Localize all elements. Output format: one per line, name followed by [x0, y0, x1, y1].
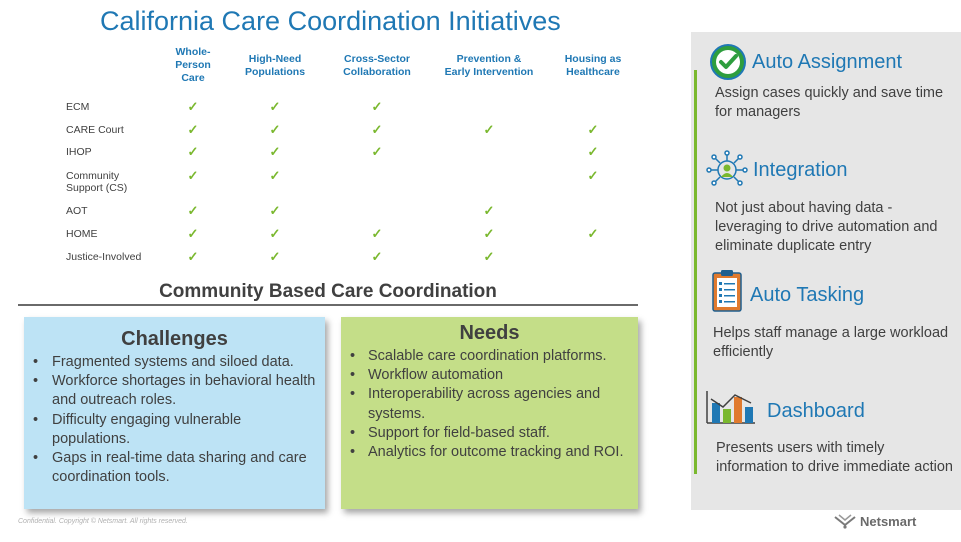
challenge-item: Difficulty engaging vulnerable populatio…: [24, 411, 325, 449]
challenges-title: Challenges: [121, 328, 228, 350]
challenge-item: Fragmented systems and siloed data.: [24, 353, 325, 372]
challenge-item: Workforce shortages in behavioral health…: [24, 372, 325, 410]
bar-chart-icon: [706, 391, 755, 424]
panel-accent-line: [694, 70, 697, 474]
features-panel: [691, 32, 961, 510]
check-icon: ✓: [371, 226, 383, 241]
brand-name: Netsmart: [860, 513, 917, 529]
check-icon: ✓: [187, 168, 199, 183]
check-icon: ✓: [587, 144, 599, 159]
matrix-row-label: Justice-Involved: [66, 251, 142, 263]
section-divider: [18, 304, 638, 306]
check-icon: ✓: [483, 226, 495, 241]
feature-desc-auto-tasking: Helps staff manage a large workload effi…: [713, 325, 949, 361]
copyright-footer: Confidential. Copyright © Netsmart. All …: [18, 518, 188, 525]
check-icon: ✓: [587, 168, 599, 183]
feature-title-auto-tasking: Auto Tasking: [750, 284, 865, 306]
check-icon: ✓: [187, 122, 199, 137]
check-icon: ✓: [187, 249, 199, 264]
section-title: Community Based Care Coordination: [159, 281, 497, 302]
check-circle-icon: [710, 44, 746, 80]
check-icon: ✓: [371, 249, 383, 264]
check-icon: ✓: [371, 99, 383, 114]
feature-title-integration: Integration: [753, 159, 848, 181]
challenges-list: Fragmented systems and siloed data. Work…: [24, 353, 325, 487]
challenge-item: Gaps in real-time data sharing and care …: [24, 449, 325, 487]
check-icon: ✓: [587, 122, 599, 137]
check-icon: ✓: [269, 226, 281, 241]
check-icon: ✓: [269, 203, 281, 218]
feature-desc-auto-assignment: Assign cases quickly and save time for m…: [715, 85, 944, 121]
feature-title-auto-assignment: Auto Assignment: [752, 51, 903, 73]
page-title: California Care Coordination Initiatives: [100, 6, 561, 36]
check-icon: ✓: [187, 144, 199, 159]
matrix-row-label: ECM: [66, 101, 90, 113]
check-icon: ✓: [269, 99, 281, 114]
need-item: Analytics for outcome tracking and ROI.: [341, 443, 638, 462]
need-item: Support for field-based staff.: [341, 424, 638, 443]
challenges-box: Challenges Fragmented systems and siloed…: [24, 317, 325, 509]
check-icon: ✓: [371, 122, 383, 137]
check-icon: ✓: [371, 144, 383, 159]
check-icon: ✓: [483, 249, 495, 264]
check-icon: ✓: [587, 226, 599, 241]
network-person-icon: [706, 150, 748, 186]
needs-box: Needs Scalable care coordination platfor…: [341, 317, 638, 509]
check-icon: ✓: [483, 122, 495, 137]
netsmart-logo: Netsmart: [834, 513, 916, 529]
need-item: Scalable care coordination platforms.: [341, 347, 638, 366]
feature-title-dashboard: Dashboard: [767, 400, 865, 422]
check-icon: ✓: [269, 122, 281, 137]
matrix-row-label: IHOP: [66, 146, 92, 158]
check-icon: ✓: [483, 203, 495, 218]
matrix-row-label: AOT: [66, 205, 88, 217]
feature-desc-integration: Not just about having data - leveraging …: [715, 200, 938, 255]
matrix-column-header: Prevention &Early Intervention: [444, 53, 534, 78]
check-icon: ✓: [187, 203, 199, 218]
check-icon: ✓: [269, 249, 281, 264]
clipboard-list-icon: [712, 270, 742, 312]
need-item: Workflow automation: [341, 366, 638, 385]
feature-desc-dashboard: Presents users with timely information t…: [716, 440, 953, 476]
netsmart-logo-icon: [834, 514, 856, 529]
matrix-row-label: HOME: [66, 228, 98, 240]
check-icon: ✓: [187, 99, 199, 114]
need-item: Interoperability across agencies and sys…: [341, 385, 638, 423]
matrix-row-label: CARE Court: [66, 124, 124, 136]
needs-title: Needs: [459, 322, 520, 344]
check-icon: ✓: [269, 168, 281, 183]
needs-list: Scalable care coordination platforms. Wo…: [341, 347, 638, 462]
check-icon: ✓: [187, 226, 199, 241]
check-icon: ✓: [269, 144, 281, 159]
